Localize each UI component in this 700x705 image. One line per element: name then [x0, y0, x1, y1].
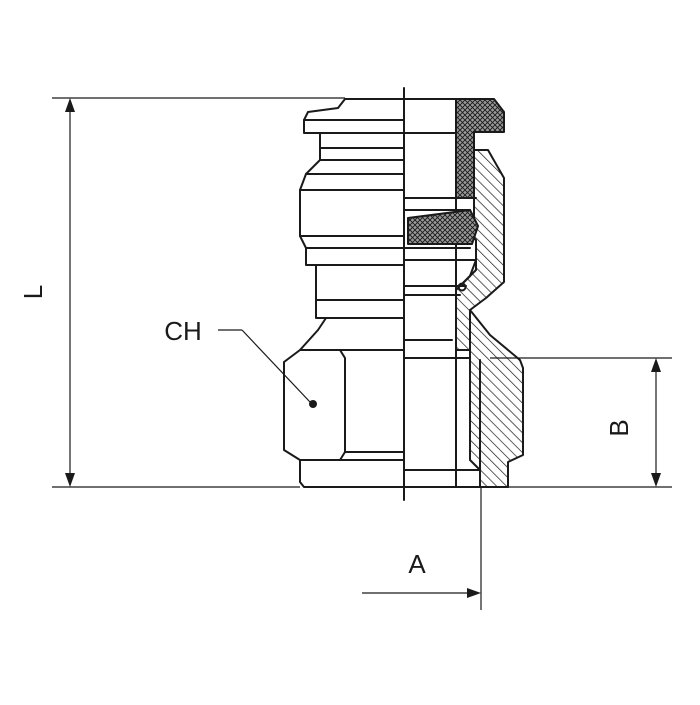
dimension-a-label: A: [408, 549, 426, 579]
dimension-l-label: L: [18, 285, 48, 299]
hex-center-dot: [309, 400, 317, 408]
dimension-l: L: [18, 97, 345, 488]
callout-ch: CH: [164, 316, 311, 403]
bottom-flange: [299, 459, 405, 488]
collet-head: [303, 98, 405, 134]
exterior-half: [283, 98, 405, 488]
dimension-b-label: B: [604, 419, 634, 436]
section-half: [403, 98, 524, 488]
hex-size-label: CH: [164, 316, 202, 346]
collet-neck: [319, 132, 405, 161]
dimension-b: B: [490, 357, 672, 488]
upper-body: [299, 159, 405, 266]
neck: [315, 264, 405, 319]
socket-wall-section: [469, 309, 524, 488]
o-ring-section: [407, 209, 479, 245]
dimension-a: A: [362, 487, 482, 610]
